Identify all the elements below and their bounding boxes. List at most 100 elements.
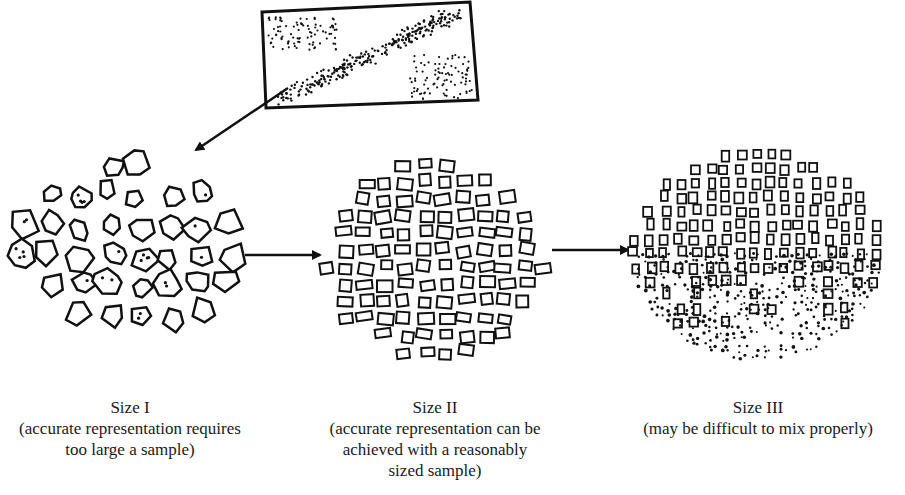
fine-dust (744, 255, 747, 258)
fine-particle (828, 220, 837, 228)
fine-dust (806, 253, 809, 256)
mineral-grain (86, 279, 89, 282)
medium-particle (440, 260, 452, 269)
fine-dust (687, 288, 689, 290)
medium-particle (381, 260, 392, 269)
mineral-grain (290, 33, 292, 35)
mineral-grain (341, 77, 343, 79)
fine-dust (781, 291, 785, 295)
mineral-grain (298, 41, 300, 43)
mineral-grain (411, 27, 413, 29)
size-heading: Size II (320, 397, 550, 418)
mineral-grain (18, 256, 21, 259)
fine-dust (708, 270, 712, 274)
fine-dust (709, 288, 712, 291)
mineral-grain (275, 16, 277, 18)
fine-dust (713, 253, 716, 256)
fine-particle (780, 165, 788, 175)
mineral-grain (385, 49, 387, 51)
mineral-grain (413, 60, 415, 62)
fine-dust (803, 277, 806, 280)
fine-dust (845, 315, 848, 318)
medium-particle (434, 193, 451, 206)
fine-dust (805, 304, 807, 306)
fine-dust (697, 276, 699, 278)
fine-dust (871, 282, 873, 284)
medium-particle (339, 279, 351, 291)
fine-dust (686, 309, 689, 312)
fine-particle (840, 248, 846, 257)
fine-particle (826, 192, 834, 200)
fine-particle (751, 222, 759, 232)
mineral-grain (270, 42, 272, 44)
mineral-grain (364, 53, 366, 55)
coarse-particle (71, 187, 91, 208)
fine-particle (738, 179, 746, 187)
mineral-grain (308, 49, 310, 51)
mineral-grain (353, 63, 355, 65)
medium-particle (456, 191, 470, 203)
mineral-grain (298, 38, 300, 40)
medium-particle (458, 344, 474, 356)
mineral-grain (424, 25, 426, 27)
fine-particle (827, 206, 834, 216)
fine-dust (704, 276, 707, 279)
mineral-grain (343, 71, 345, 73)
coarse-particle (129, 220, 154, 241)
fine-particle (677, 223, 686, 231)
mineral-grain (449, 18, 451, 20)
medium-particle (497, 293, 510, 305)
mineral-grain (450, 81, 452, 83)
fine-dust (824, 294, 827, 297)
fine-dust (774, 261, 777, 264)
fine-dust (866, 265, 869, 268)
fine-particle (783, 221, 791, 230)
mineral-grain (359, 62, 361, 64)
mineral-grain (423, 20, 425, 22)
medium-particle (496, 227, 513, 237)
fine-dust (684, 260, 687, 263)
mineral-grain (346, 66, 348, 68)
mineral-grain (374, 49, 376, 51)
mineral-grain (204, 193, 207, 196)
fine-dust (782, 254, 786, 258)
fine-dust (734, 252, 736, 254)
mineral-grain (298, 29, 300, 31)
fine-dust (848, 309, 851, 312)
size-description: (may be difficult to mix properly) (618, 418, 898, 439)
fine-dust (866, 296, 869, 299)
mineral-grain (411, 41, 413, 43)
coarse-particle (163, 309, 183, 333)
rock-mineral-band (268, 9, 473, 106)
fine-dust (715, 335, 719, 339)
mineral-grain (324, 80, 326, 82)
mineral-grain (466, 70, 468, 72)
fine-dust (806, 308, 809, 311)
fine-dust (750, 309, 752, 311)
mineral-grain (341, 67, 343, 69)
mineral-grain (291, 85, 293, 87)
fine-dust (854, 258, 858, 262)
fine-dust (782, 276, 785, 279)
medium-particle (396, 311, 409, 323)
fine-dust (765, 350, 767, 352)
fine-dust (721, 349, 725, 353)
fine-particle (844, 194, 851, 204)
fine-dust (653, 289, 656, 292)
mineral-grain (392, 43, 394, 45)
fine-dust (727, 279, 729, 281)
mineral-grain (453, 96, 455, 98)
fine-dust (726, 326, 728, 328)
mineral-grain (413, 55, 415, 57)
fine-particle (858, 249, 864, 259)
fine-particle (751, 264, 759, 272)
fine-dust (720, 279, 723, 282)
mineral-grain (79, 199, 82, 202)
mineral-grain (297, 94, 299, 96)
fine-dust (743, 261, 746, 264)
fine-dust (780, 348, 783, 351)
mineral-grain (467, 67, 469, 69)
fine-dust (836, 261, 839, 264)
mineral-grain (308, 28, 310, 30)
fine-dust (721, 315, 723, 317)
